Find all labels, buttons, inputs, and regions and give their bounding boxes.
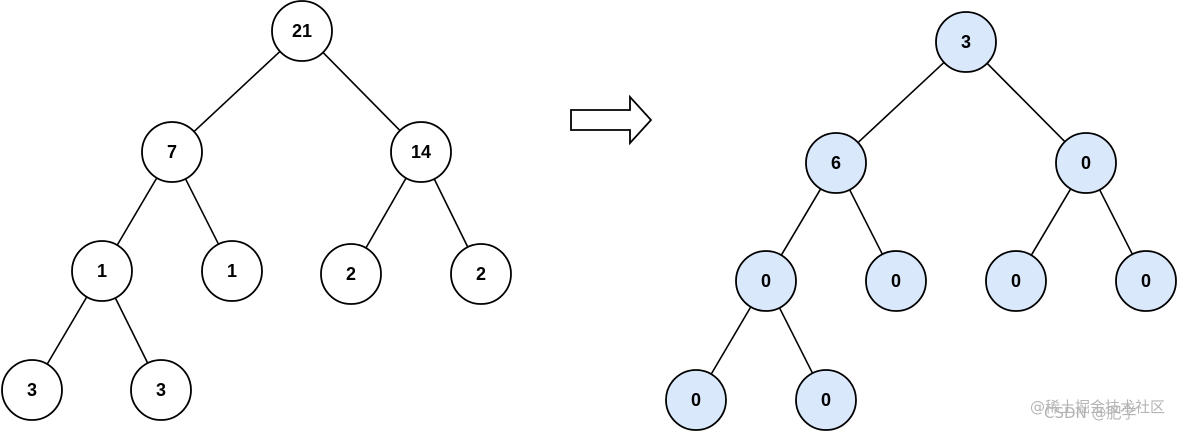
right-tree-node-circle [1115, 250, 1177, 312]
left-tree-node-circle [71, 240, 133, 302]
left-tree-node-circle [390, 121, 452, 183]
left-tree-node-circle [201, 240, 263, 302]
right-tree-node: 6 [805, 132, 867, 194]
left-tree-edge [46, 296, 88, 365]
right-tree-node-circle [1055, 132, 1117, 194]
right-tree-edge [857, 61, 945, 144]
right-tree-node: 0 [1115, 250, 1177, 312]
right-tree-node: 0 [665, 369, 727, 431]
right-tree-node: 0 [735, 250, 797, 312]
left-tree-node: 14 [390, 121, 452, 183]
left-tree-node: 3 [130, 359, 192, 421]
right-tree-edge [1030, 188, 1072, 256]
left-tree-node-circle [141, 121, 203, 183]
left-tree-node: 1 [201, 240, 263, 302]
left-tree-node-label: 1 [97, 261, 107, 281]
right-tree-node-label: 0 [1141, 271, 1151, 291]
right-tree-edge [1098, 189, 1134, 255]
left-tree-node: 7 [141, 121, 203, 183]
left-tree-edge [322, 51, 401, 132]
right-tree-node: 0 [795, 369, 857, 431]
left-tree-node-label: 2 [476, 264, 486, 284]
right-tree-edge [710, 306, 752, 375]
left-tree-node-label: 2 [346, 264, 356, 284]
right-tree-edge [986, 62, 1066, 143]
right-tree-node-circle [795, 369, 857, 431]
left-tree-edge [193, 50, 281, 133]
left-tree-node-label: 21 [292, 21, 312, 41]
left-tree-node-label: 1 [227, 261, 237, 281]
right-tree-node-label: 0 [1081, 153, 1091, 173]
right-tree-node-circle [865, 250, 927, 312]
right-tree-node-label: 0 [1011, 271, 1021, 291]
left-tree-edge [114, 297, 149, 364]
left-tree-node-circle [130, 359, 192, 421]
right-tree-node-circle [985, 250, 1047, 312]
right-tree-node-label: 3 [961, 32, 971, 52]
left-tree-node-circle [320, 243, 382, 305]
right-tree-node: 0 [985, 250, 1047, 312]
right-tree-node-circle [665, 369, 727, 431]
right-tree-node-label: 0 [821, 390, 831, 410]
left-tree-node-circle [1, 359, 63, 421]
right-tree-node-circle [935, 11, 997, 73]
left-tree-node-label: 3 [156, 380, 166, 400]
right-tree-node: 0 [865, 250, 927, 312]
watermark-juejin: @稀土掘金技术社区 [1029, 398, 1165, 416]
right-tree-edge [848, 189, 884, 255]
right-tree-edge [780, 188, 822, 256]
right-tree-node-label: 6 [831, 153, 841, 173]
left-tree-edge [365, 177, 407, 249]
left-tree-node-circle [450, 243, 512, 305]
right-arrow-icon [570, 94, 653, 146]
left-tree-edge [184, 178, 220, 245]
left-tree-node-label: 14 [411, 142, 431, 162]
right-tree-node-label: 0 [761, 271, 771, 291]
left-tree-edge [116, 177, 158, 246]
right-tree-node-circle [805, 132, 867, 194]
left-tree-node: 2 [450, 243, 512, 305]
right-tree-node: 0 [1055, 132, 1117, 194]
right-tree-edge [778, 307, 814, 374]
left-tree-edge [433, 178, 469, 248]
left-tree-node: 21 [271, 0, 333, 62]
left-tree-node-circle [271, 0, 333, 62]
watermark-csdn: CSDN @肥学 [1043, 404, 1137, 422]
right-tree-node-label: 0 [891, 271, 901, 291]
right-tree-node: 3 [935, 11, 997, 73]
left-tree-node: 1 [71, 240, 133, 302]
left-tree-node-label: 7 [167, 142, 177, 162]
left-tree-node: 2 [320, 243, 382, 305]
right-tree-node-label: 0 [691, 390, 701, 410]
left-tree-node-label: 3 [27, 380, 37, 400]
edges-layer [46, 50, 1134, 375]
left-tree-node: 3 [1, 359, 63, 421]
watermark: @稀土掘金技术社区 CSDN @肥学 [1030, 400, 1165, 421]
right-tree-node-circle [735, 250, 797, 312]
